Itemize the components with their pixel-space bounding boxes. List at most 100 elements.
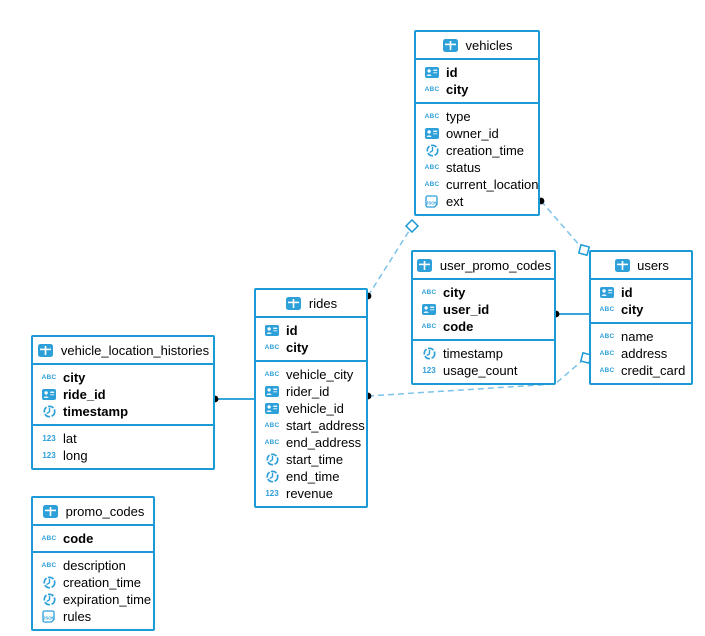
column-name: vehicle_id: [286, 401, 344, 416]
column-name: rider_id: [286, 384, 330, 399]
column-name: vehicle_city: [286, 367, 354, 382]
string-type-icon: ABC: [599, 350, 615, 357]
column-row-expiration_time[interactable]: expiration_time: [33, 591, 153, 608]
id-type-icon: [40, 389, 58, 400]
column-name: name: [621, 329, 654, 344]
table-name: user_promo_codes: [439, 257, 552, 273]
column-row-user_id[interactable]: user_id: [413, 301, 554, 318]
column-name: ride_id: [63, 387, 106, 402]
svg-text:JSON: JSON: [426, 201, 438, 206]
column-row-start_time[interactable]: start_time: [256, 451, 366, 468]
column-row-long[interactable]: 123 long: [33, 447, 213, 464]
table-header[interactable]: rides: [256, 290, 366, 318]
table-header[interactable]: vehicle_location_histories: [33, 337, 213, 365]
id-type-icon: [263, 403, 281, 414]
column-row-owner_id[interactable]: owner_id: [416, 125, 538, 142]
column-name: owner_id: [446, 126, 499, 141]
table-name: promo_codes: [65, 503, 145, 519]
column-row-timestamp[interactable]: timestamp: [413, 345, 554, 362]
column-row-code[interactable]: ABC code: [33, 530, 153, 547]
relationship-endpoint-diamond: [577, 243, 591, 257]
column-row-rider_id[interactable]: rider_id: [256, 383, 366, 400]
column-name: lat: [63, 431, 77, 446]
column-name: city: [443, 285, 466, 300]
column-name: description: [63, 558, 126, 573]
column-row-vehicle_id[interactable]: vehicle_id: [256, 400, 366, 417]
column-name: start_time: [286, 452, 344, 467]
column-row-id[interactable]: id: [591, 284, 691, 301]
time-type-icon: [263, 470, 281, 483]
column-name: long: [63, 448, 88, 463]
table-icon: [442, 38, 460, 52]
column-row-id[interactable]: id: [416, 64, 538, 81]
table-header[interactable]: user_promo_codes: [413, 252, 554, 280]
column-row-creation_time[interactable]: creation_time: [416, 142, 538, 159]
string-type-icon: ABC: [41, 535, 57, 542]
id-type-icon: [423, 67, 441, 78]
relationship-line[interactable]: [367, 230, 410, 297]
string-type-icon: ABC: [424, 181, 440, 188]
table-name: users: [637, 257, 669, 273]
column-name: id: [446, 65, 458, 80]
column-row-end_time[interactable]: end_time: [256, 468, 366, 485]
column-name: code: [63, 531, 94, 546]
id-type-icon: [263, 386, 281, 397]
relationship-line[interactable]: [367, 359, 584, 397]
column-row-timestamp[interactable]: timestamp: [33, 403, 213, 420]
table-name: rides: [308, 295, 338, 311]
column-name: revenue: [286, 486, 333, 501]
table-icon: [37, 343, 55, 357]
column-name: end_time: [286, 469, 340, 484]
column-name: timestamp: [63, 404, 129, 419]
number-type-icon: 123: [42, 451, 56, 460]
string-type-icon: ABC: [424, 113, 440, 120]
id-type-icon: [423, 128, 441, 139]
relationship-line[interactable]: [540, 200, 582, 248]
table-header[interactable]: vehicles: [416, 32, 538, 60]
column-name: city: [446, 82, 469, 97]
column-row-ride_id[interactable]: ride_id: [33, 386, 213, 403]
string-type-icon: ABC: [264, 422, 280, 429]
time-type-icon: [40, 593, 58, 606]
table-header[interactable]: users: [591, 252, 691, 280]
table-header[interactable]: promo_codes: [33, 498, 153, 526]
column-row-creation_time[interactable]: creation_time: [33, 574, 153, 591]
time-type-icon: [40, 576, 58, 589]
table-icon: [42, 504, 60, 518]
primary-key-section: ABC code: [33, 526, 153, 551]
column-row-id[interactable]: id: [256, 322, 366, 339]
